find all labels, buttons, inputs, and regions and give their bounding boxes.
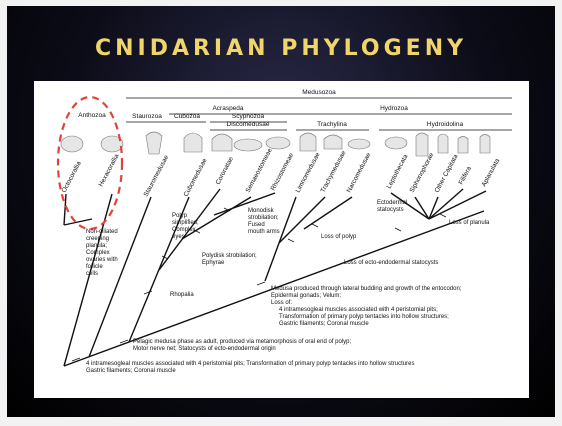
taxon-octocorallia: Octocorallia <box>61 160 83 194</box>
taxon-leptothecata: Leptothecata <box>386 153 410 190</box>
rhopalia-label: Rhopalia <box>170 292 194 298</box>
clade-trachylina: Trachylina <box>317 121 347 128</box>
anthozoa-traits: Non-ciliated creeping planula; Complex o… <box>86 229 119 277</box>
clade-acraspeda: Acraspeda <box>212 105 243 112</box>
taxon-cubomedusae: Cubomedusae <box>183 157 209 198</box>
phylogeny-tree: Medusozoa Anthozoa Acraspeda Scyphozoa H… <box>56 89 512 374</box>
taxon-siphonophorae: Siphonophorae <box>409 151 436 194</box>
clade-cubozoa: Cubozoa <box>174 113 200 120</box>
tree-branches <box>63 188 487 367</box>
anthozoa-highlight <box>56 95 124 231</box>
clade-scyphozoa: Scyphozoa <box>232 113 265 120</box>
slide: CNIDARIAN PHYLOGENY Medusozoa Anthozoa A… <box>7 6 555 417</box>
taxon-coronatae: Coronatae <box>215 156 236 186</box>
taxon-stauromedusae: Stauromedusae <box>143 154 171 198</box>
taxon-trachymedusae: Trachymedusae <box>320 149 348 194</box>
taxon-narcomedusae: Narcomedusae <box>346 151 373 194</box>
clade-staurozoa: Staurozoa <box>132 113 162 120</box>
clade-hydrozoa: Hydrozoa <box>380 105 408 112</box>
ectodermal-statocysts: Ectodermal statocysts <box>377 200 409 213</box>
taxon-limnomedusae: Limnomedusae <box>295 151 322 194</box>
slide-title: CNIDARIAN PHYLOGENY <box>94 36 468 61</box>
phylogeny-figure: Medusozoa Anthozoa Acraspeda Scyphozoa H… <box>34 81 529 398</box>
loss-of-statocysts: Loss of ecto-endodermal statocysts <box>344 260 438 266</box>
medusozoa-traits: Pelagic medusa phase as adult, produced … <box>133 339 353 352</box>
loss-of-planula: Loss of planula <box>449 220 490 226</box>
organism-illustrations <box>60 131 491 157</box>
taxon-filifera: Filifera <box>458 165 474 186</box>
taxon-other-capitata: Other Capitata <box>434 153 460 194</box>
discomedusae-traits: Monodisk strobilation; Fused mouth arms <box>248 208 280 235</box>
clade-medusozoa: Medusozoa <box>302 89 336 96</box>
root-traits: 4 intramesogleal muscles associated with… <box>86 361 416 374</box>
clade-hydroidolina: Hydroidolina <box>427 121 464 128</box>
cubozoa-traits: Polyp simplified; Complex eyes <box>172 213 200 240</box>
clade-anthozoa: Anthozoa <box>78 112 106 119</box>
character-ticks <box>71 207 447 362</box>
scyphozoa-traits: Polydisk strobilation; Ephyrae <box>202 253 258 266</box>
clade-discomedusae: Discomedusae <box>227 121 270 128</box>
loss-of-polyp: Loss of polyp <box>321 234 357 240</box>
taxon-aplanulata: Aplanulata <box>481 157 502 188</box>
taxon-hexacorallia: Hexacorallia <box>98 153 121 188</box>
taxon-rhizostomeae: Rhizostomeae <box>270 152 296 192</box>
hydrozoa-traits: Medusa produced through lateral budding … <box>271 286 463 327</box>
